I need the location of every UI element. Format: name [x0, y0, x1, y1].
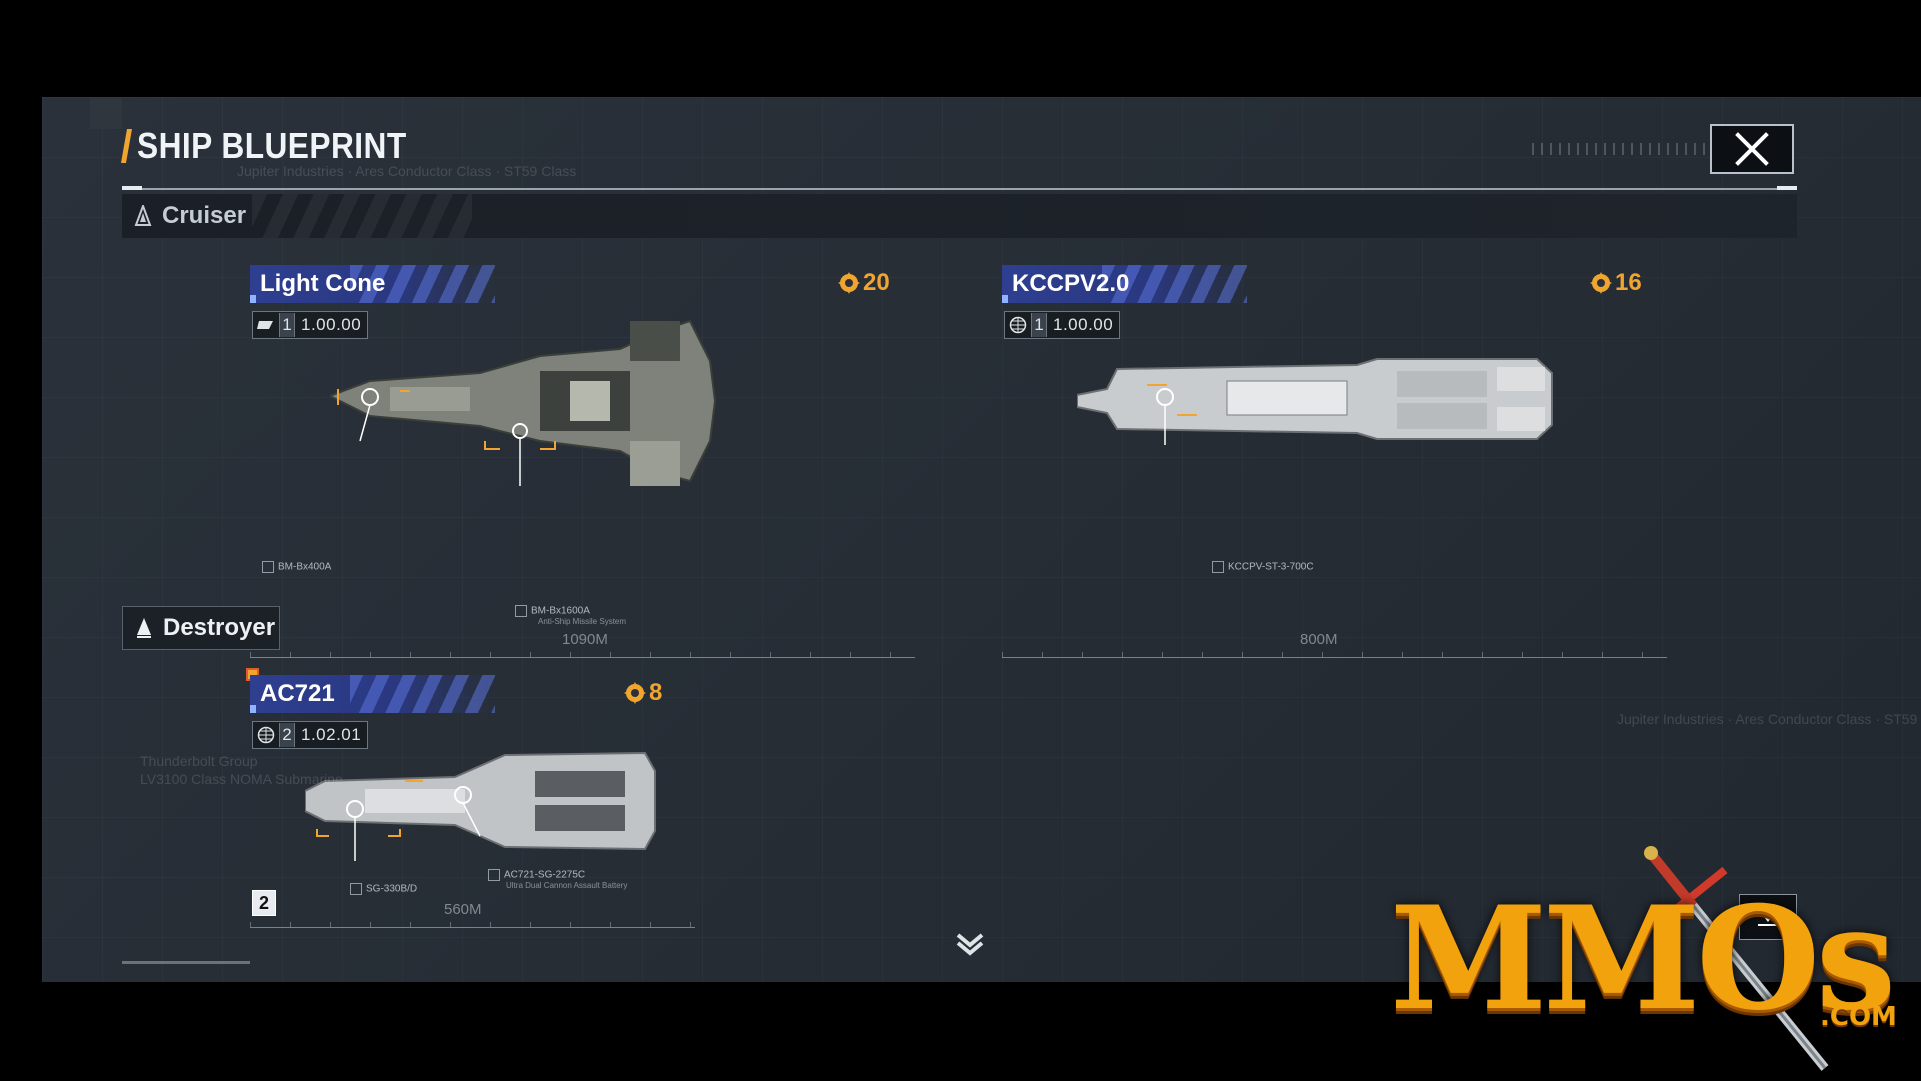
cruiser-silhouette-icon	[134, 205, 152, 227]
ship-tier: 1	[280, 313, 295, 337]
ship-cost: 16	[1590, 269, 1642, 297]
gear-badge-icon	[1590, 272, 1612, 294]
cost-value: 16	[1615, 269, 1642, 296]
weapon-callout: KCCPV-ST-3-700C	[1212, 561, 1314, 573]
ship-name: Light Cone	[260, 270, 386, 297]
ship-count-badge: 2	[252, 890, 276, 916]
category-cruiser-header: Cruiser	[122, 194, 1797, 238]
destroyer-silhouette-icon	[135, 617, 153, 639]
ship-tier: 2	[280, 723, 295, 747]
watermark-brand: MMOs	[1390, 876, 1896, 1042]
ship-cost: 20	[838, 269, 890, 297]
mmos-watermark-logo: MMOs .COM	[1390, 840, 1920, 1080]
ship-card-kccpv[interactable]: KCCPV2.0 16 1 1.00.00 KCCPV-ST-3-700C 80…	[1002, 265, 1682, 658]
divider-cap-right	[1777, 186, 1797, 190]
ship-version: 2 1.02.01	[252, 721, 369, 749]
category-label: Destroyer	[163, 614, 276, 641]
sword-icon	[1644, 846, 1829, 1071]
blueprint-baseline	[250, 922, 695, 928]
ship-length: 800M	[1300, 631, 1338, 648]
chevron-down-icon[interactable]	[952, 929, 988, 957]
blueprint-screen: SHIP BLUEPRINT Jupiter Industries · Ares…	[42, 97, 1921, 982]
version-value: 1.00.00	[301, 315, 362, 334]
weapon-callout: AC721-SG-2275C	[488, 869, 585, 881]
ship-name-tag[interactable]: Light Cone	[250, 265, 495, 303]
ship-tier: 1	[1032, 313, 1047, 337]
weapon-callout: BM-Bx1600A	[515, 605, 590, 617]
tag-hatch	[350, 265, 495, 303]
cost-value: 20	[863, 269, 890, 296]
weapon-callout: BM-Bx400A	[262, 561, 331, 573]
light-cone-ship-image	[330, 319, 717, 486]
ghost-text: LV3100 Class NOMA Submarine	[140, 771, 343, 787]
ship-name-tag[interactable]: AC721	[250, 675, 495, 713]
ghost-subtitle: Jupiter Industries · Ares Conductor Clas…	[237, 163, 577, 179]
gear-badge-icon	[624, 682, 646, 704]
header-divider	[122, 186, 1797, 190]
blueprint-baseline	[1002, 652, 1667, 658]
arrow-down-icon	[1758, 909, 1778, 926]
blueprint-baseline	[250, 652, 915, 658]
close-button[interactable]	[1710, 124, 1794, 174]
ship-card-ac721[interactable]: AC721 8 2 1.02.01 SG-330B/D AC721-SG-227…	[250, 675, 750, 935]
category-destroyer-button[interactable]: Destroyer	[122, 606, 280, 650]
version-value: 1.02.01	[301, 725, 362, 744]
kccpv-ship-image	[1077, 358, 1553, 445]
globe-icon	[1005, 313, 1032, 337]
ship-cost: 8	[624, 679, 662, 707]
weapon-callout-sub: Ultra Dual Cannon Assault Battery	[506, 881, 628, 890]
ship-name: AC721	[260, 680, 335, 707]
category-label: Cruiser	[162, 202, 247, 229]
faction-icon	[253, 313, 280, 337]
tag-marker	[250, 295, 256, 303]
tag-marker	[250, 705, 256, 713]
close-icon	[1735, 132, 1769, 166]
ship-card-light-cone[interactable]: Light Cone 20 1 1.00.00 BM-Bx400A BM-Bx1…	[250, 265, 930, 658]
ship-version: 1 1.00.00	[252, 311, 369, 339]
gear-badge-icon	[838, 272, 860, 294]
weapon-callout-sub: Anti-Ship Missile System	[538, 617, 627, 626]
ghost-text: Thunderbolt Group	[140, 753, 258, 769]
tag-hatch	[1102, 265, 1247, 303]
category-stripes	[252, 194, 472, 238]
scroll-down-button[interactable]	[1739, 894, 1797, 940]
divider-cap-left	[122, 186, 142, 190]
ghost-text: Jupiter Industries · Ares Conductor Clas…	[1617, 711, 1918, 727]
page-title: SHIP BLUEPRINT	[137, 125, 407, 166]
version-value: 1.00.00	[1053, 315, 1114, 334]
globe-icon	[253, 723, 280, 747]
watermark-suffix: .COM	[1820, 1002, 1897, 1032]
weapon-callout: SG-330B/D	[350, 883, 417, 895]
cost-value: 8	[649, 679, 663, 706]
ship-name: KCCPV2.0	[1012, 270, 1130, 297]
ship-length: 1090M	[562, 631, 608, 648]
decorative-ticks	[1532, 143, 1712, 155]
ac721-ship-image	[305, 751, 656, 861]
tag-hatch	[350, 675, 495, 713]
ship-name-tag[interactable]: KCCPV2.0	[1002, 265, 1247, 303]
scroll-indicator	[122, 961, 250, 964]
corner-block	[90, 97, 122, 129]
header: SHIP BLUEPRINT	[121, 125, 443, 167]
tag-marker	[1002, 295, 1008, 303]
title-accent	[121, 129, 132, 163]
ship-version: 1 1.00.00	[1004, 311, 1121, 339]
ship-length: 560M	[444, 901, 482, 918]
